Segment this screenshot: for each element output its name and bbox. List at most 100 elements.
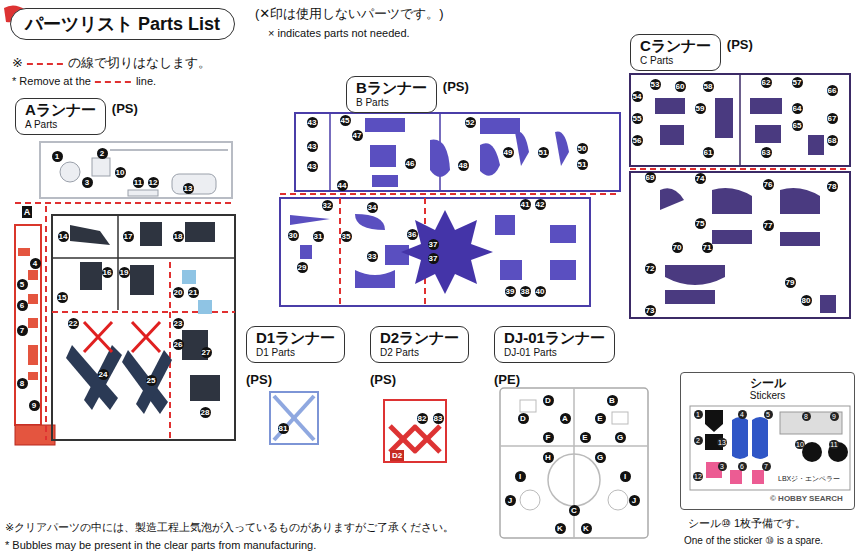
sticker-number: 7 bbox=[762, 462, 771, 471]
part-number: 72 bbox=[645, 263, 656, 274]
part-number: 69 bbox=[645, 172, 656, 183]
part-number: 30 bbox=[288, 230, 299, 241]
sticker-number: 3 bbox=[718, 462, 727, 471]
part-number: 17 bbox=[123, 231, 134, 242]
part-number: 44 bbox=[337, 180, 348, 191]
part-number: K bbox=[555, 523, 566, 534]
part-number: 81 bbox=[278, 423, 289, 434]
sticker-number: 12 bbox=[693, 472, 703, 481]
part-number: 11 bbox=[133, 177, 144, 188]
note-text: One of the sticker ⑩ is a spare. bbox=[684, 535, 823, 547]
part-number: A bbox=[560, 413, 571, 424]
part-number: 80 bbox=[801, 295, 812, 306]
part-number: 2 bbox=[97, 148, 108, 159]
part-number: E bbox=[580, 432, 591, 443]
part-number: 83 bbox=[433, 413, 444, 424]
part-number: 57 bbox=[792, 77, 803, 88]
sticker-number: 8 bbox=[802, 412, 811, 421]
part-number: 26 bbox=[173, 339, 184, 350]
part-number: 41 bbox=[520, 199, 531, 210]
runner-heading: AランナーA Parts (PS) bbox=[15, 98, 138, 135]
runner-name: D2ランナー bbox=[380, 329, 459, 347]
plastic-type: (PS) bbox=[112, 101, 138, 117]
panel-title: シール bbox=[750, 376, 786, 390]
page-title: パーツリスト Parts List bbox=[10, 8, 235, 40]
part-number: 4 bbox=[30, 258, 41, 269]
part-number: 20 bbox=[173, 287, 184, 298]
runner-english: D2 Parts bbox=[380, 347, 459, 359]
part-number: 7 bbox=[17, 325, 28, 336]
part-number: 62 bbox=[761, 77, 772, 88]
part-number: 78 bbox=[827, 181, 838, 192]
runner-name: D1ランナー bbox=[256, 329, 335, 347]
note-text: ※クリアパーツの中には、製造工程上気泡が入っているものがありますがご了承ください… bbox=[5, 520, 454, 534]
part-number: 63 bbox=[761, 147, 772, 158]
part-number: 29 bbox=[297, 262, 308, 273]
heading-box: D2ランナーD2 Parts bbox=[370, 326, 469, 363]
part-number: 42 bbox=[535, 199, 546, 210]
heading-box: CランナーC Parts bbox=[630, 34, 721, 71]
part-number: 54 bbox=[632, 91, 643, 102]
part-number: 36 bbox=[407, 229, 418, 240]
sticker-number: 9 bbox=[830, 412, 839, 421]
part-number: 38 bbox=[520, 286, 531, 297]
part-number: 47 bbox=[352, 130, 363, 141]
part-number: D bbox=[543, 395, 554, 406]
runner-name: DJ-01ランナー bbox=[504, 329, 605, 347]
panel-subtitle: Stickers bbox=[750, 390, 786, 402]
part-number: 60 bbox=[675, 81, 686, 92]
sticker-number: 6 bbox=[738, 462, 747, 471]
heading-box: AランナーA Parts bbox=[15, 98, 106, 135]
part-number: 35 bbox=[341, 231, 352, 242]
part-number: 40 bbox=[535, 286, 546, 297]
note-text: (✕印は使用しないパーツです。) bbox=[255, 6, 444, 22]
runner-heading: CランナーC Parts(PS) bbox=[630, 34, 753, 71]
part-number: J bbox=[505, 495, 516, 506]
runner-name: Cランナー bbox=[640, 37, 711, 55]
part-number: 53 bbox=[650, 79, 661, 90]
part-number: 48 bbox=[458, 160, 469, 171]
part-number: 51 bbox=[538, 147, 549, 158]
sticker-number: 4 bbox=[738, 410, 747, 419]
part-number: 28 bbox=[200, 407, 211, 418]
part-number: 6 bbox=[17, 300, 28, 311]
part-number: 27 bbox=[201, 347, 212, 358]
part-number: 82 bbox=[417, 413, 428, 424]
plastic-type: (PS) bbox=[370, 372, 396, 388]
heading-box: BランナーB Parts bbox=[346, 76, 437, 113]
part-number: 12 bbox=[148, 177, 159, 188]
part-number: 43 bbox=[307, 161, 318, 172]
part-number: 31 bbox=[313, 231, 324, 242]
part-number: 33 bbox=[367, 251, 378, 262]
part-number: 13 bbox=[183, 183, 194, 194]
part-number: 70 bbox=[672, 242, 683, 253]
note-text: line. bbox=[136, 74, 156, 88]
runner-tag: A bbox=[22, 206, 33, 218]
part-number: I bbox=[620, 471, 631, 482]
part-number: 8 bbox=[17, 378, 28, 389]
note-text: シール⑩ 1枚予備です。 bbox=[688, 516, 806, 530]
runner-english: DJ-01 Parts bbox=[504, 347, 605, 359]
sticker-number: 5 bbox=[764, 410, 773, 419]
part-number: 32 bbox=[322, 200, 333, 211]
part-number: 34 bbox=[367, 202, 378, 213]
part-number: 18 bbox=[173, 231, 184, 242]
part-number: E bbox=[595, 413, 606, 424]
note-text: の線で切りはなします。 bbox=[68, 55, 211, 71]
part-number: 73 bbox=[645, 305, 656, 316]
heading-box: DJ-01ランナーDJ-01 Parts bbox=[494, 326, 615, 363]
sticker-print: LBXジ・エンペラー bbox=[778, 474, 840, 483]
part-number: 9 bbox=[29, 400, 40, 411]
part-number: 79 bbox=[785, 277, 796, 288]
part-number: 10 bbox=[115, 167, 126, 178]
note-text: * Remove at the bbox=[12, 74, 91, 88]
part-number: 75 bbox=[695, 218, 706, 229]
part-number: 71 bbox=[702, 242, 713, 253]
plastic-type: (PE) bbox=[494, 372, 520, 388]
part-number: 14 bbox=[58, 231, 69, 242]
part-number: 52 bbox=[465, 117, 476, 128]
part-number: 77 bbox=[763, 220, 774, 231]
part-number: 1 bbox=[52, 151, 63, 162]
part-number: 55 bbox=[632, 113, 643, 124]
part-number: G bbox=[595, 452, 606, 463]
